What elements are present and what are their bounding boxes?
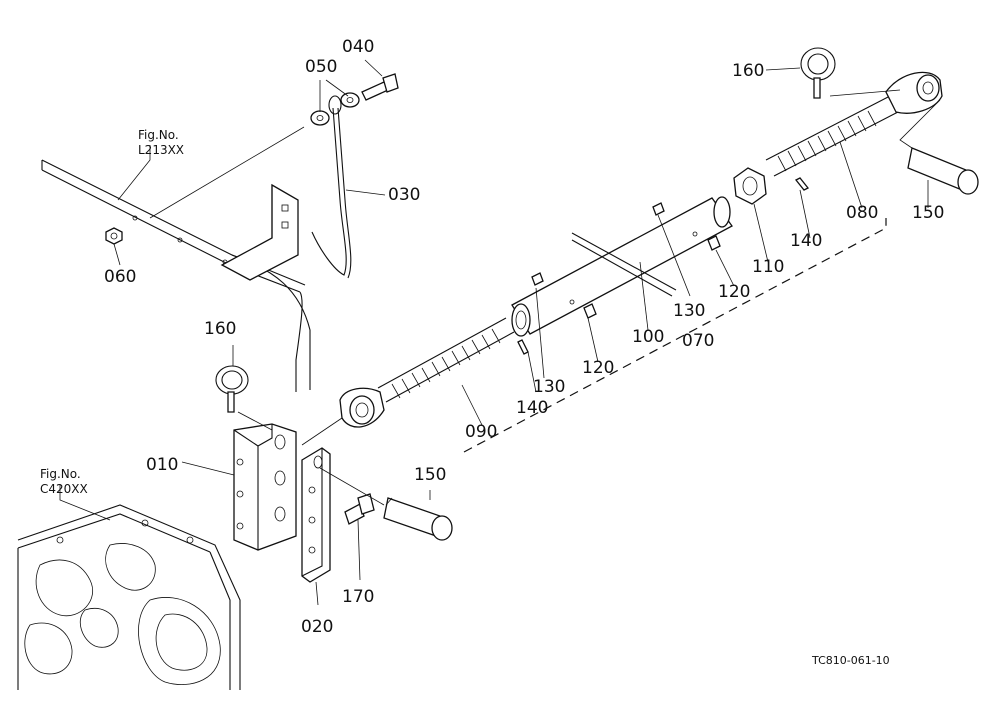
- part-label-060: 060: [104, 267, 136, 287]
- lynch-pin-160-upper: [800, 47, 836, 99]
- leader-lines: [59, 59, 941, 606]
- transmission-housing: [17, 504, 241, 690]
- pin-150-lower: [383, 497, 453, 541]
- part-label-140-lower: 140: [516, 398, 548, 418]
- figure-ref-label: Fig.No.: [138, 128, 179, 142]
- part-label-030: 030: [388, 185, 420, 205]
- part-label-070: 070: [682, 331, 714, 351]
- frame-rail: [41, 159, 311, 392]
- figure-ref-number: C420XX: [40, 482, 88, 496]
- tube-100: [511, 196, 733, 337]
- figure-ref-label: Fig.No.: [40, 467, 81, 481]
- bracket-020: [301, 447, 331, 583]
- lynch-pin-160-lower: [215, 365, 249, 413]
- thread-rod-090: [339, 317, 515, 428]
- thread-rod-080: [765, 71, 943, 177]
- washer-bolt-group: [310, 73, 399, 126]
- bracket-010: [233, 423, 297, 551]
- part-label-150-upper: 150: [912, 203, 944, 223]
- fittings: [531, 202, 721, 319]
- part-label-170: 170: [342, 587, 374, 607]
- part-label-130-lower: 130: [533, 377, 565, 397]
- part-label-120-upper: 120: [718, 282, 750, 302]
- pin-150-upper: [907, 147, 979, 195]
- figure-ref-number: L213XX: [138, 143, 184, 157]
- lock-nut-110: [733, 167, 767, 205]
- part-label-140-upper: 140: [790, 231, 822, 251]
- part-label-040: 040: [342, 37, 374, 57]
- drawing-code: TC810-061-10: [811, 654, 890, 667]
- part-label-100: 100: [632, 327, 664, 347]
- part-label-150-lower: 150: [414, 465, 446, 485]
- spring-wire: [311, 95, 352, 279]
- part-label-120-lower: 120: [582, 358, 614, 378]
- part-label-160-upper: 160: [732, 61, 764, 81]
- part-label-160-lower: 160: [204, 319, 236, 339]
- part-label-020: 020: [301, 617, 333, 637]
- bolt-170: [344, 493, 375, 525]
- assembly-070-boundary: [463, 218, 887, 453]
- part-label-050: 050: [305, 57, 337, 77]
- part-label-010: 010: [146, 455, 178, 475]
- figure-ref-l213: Fig.No. L213XX: [138, 128, 184, 157]
- part-label-090: 090: [465, 422, 497, 442]
- figure-ref-c420: Fig.No. C420XX: [40, 467, 88, 496]
- part-label-110: 110: [752, 257, 784, 277]
- part-label-080: 080: [846, 203, 878, 223]
- nut: [105, 227, 123, 245]
- part-label-130-upper: 130: [673, 301, 705, 321]
- seat-bracket: [220, 183, 299, 281]
